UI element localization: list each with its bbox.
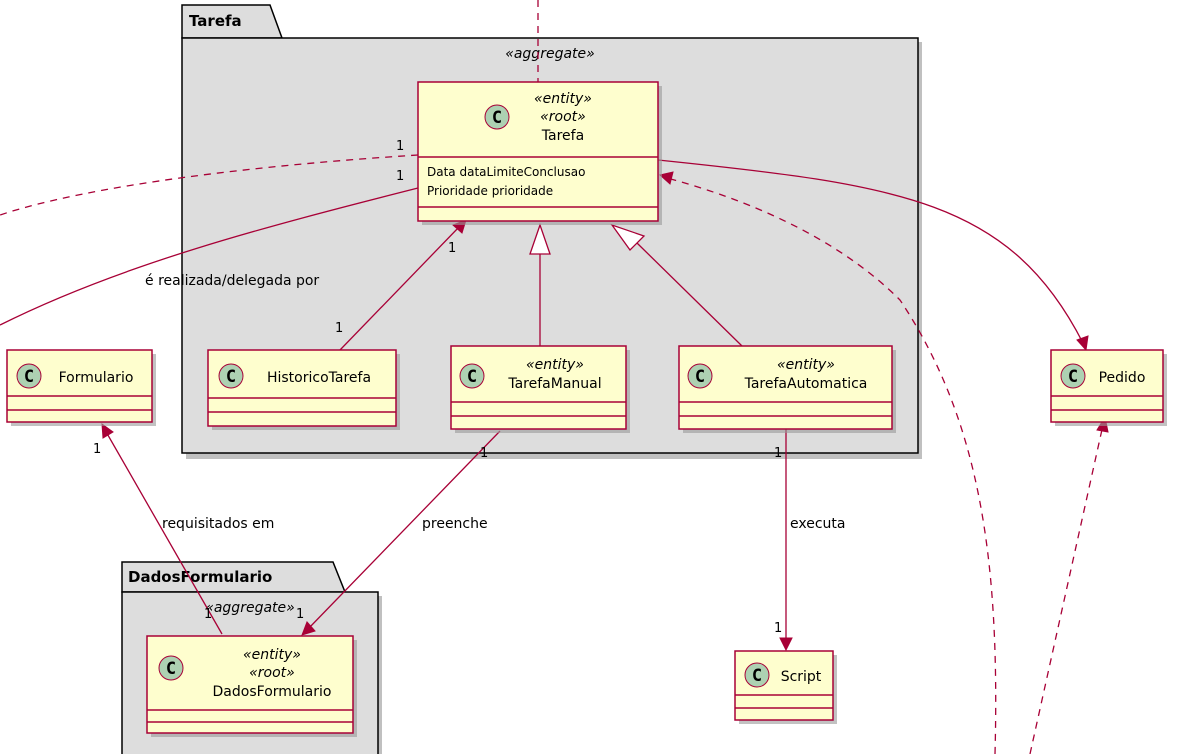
dependency-line bbox=[0, 154, 419, 216]
class-icon bbox=[744, 662, 770, 688]
association-line bbox=[104, 429, 223, 635]
class-formulario[interactable]: C Formulario bbox=[6, 349, 156, 426]
arrowhead bbox=[1076, 335, 1089, 352]
multiplicity: 1 bbox=[396, 139, 404, 154]
class-icon bbox=[484, 104, 510, 130]
class-stereotype: «root» bbox=[540, 109, 586, 125]
relation-label: executa bbox=[790, 516, 845, 532]
class-tarefa-automatica[interactable]: C «entity» TarefaAutomatica bbox=[678, 345, 896, 433]
class-icon bbox=[218, 363, 244, 389]
class-attribute: Prioridade prioridade bbox=[427, 184, 553, 198]
class-stereotype: «entity» bbox=[534, 91, 592, 107]
class-icon bbox=[459, 363, 485, 389]
multiplicity: 1 bbox=[296, 607, 304, 622]
class-icon-glyph: C bbox=[752, 666, 762, 686]
generalization-line bbox=[636, 242, 743, 347]
class-icon-glyph: C bbox=[24, 367, 34, 387]
class-stereotype: «entity» bbox=[243, 647, 301, 663]
class-icon bbox=[687, 363, 713, 389]
class-name: Formulario bbox=[59, 370, 134, 386]
arrowhead bbox=[301, 621, 316, 636]
class-name: Script bbox=[781, 669, 822, 685]
package-title: Tarefa bbox=[189, 12, 242, 30]
multiplicity: 1 bbox=[448, 241, 456, 256]
class-name: Tarefa bbox=[541, 128, 584, 144]
class-attribute: Data dataLimiteConclusao bbox=[427, 165, 585, 179]
package-title: DadosFormulario bbox=[128, 568, 272, 586]
package-stereotype: «aggregate» bbox=[505, 46, 595, 62]
relation-label: preenche bbox=[422, 516, 488, 532]
class-icon-glyph: C bbox=[695, 367, 705, 387]
relation-label: é realizada/delegada por bbox=[145, 273, 319, 289]
class-stereotype: «entity» bbox=[777, 357, 835, 373]
class-pedido[interactable]: C Pedido bbox=[1050, 349, 1167, 426]
multiplicity: 1 bbox=[480, 446, 488, 461]
class-icon-glyph: C bbox=[1068, 367, 1078, 387]
multiplicity: 1 bbox=[774, 621, 782, 636]
arrowhead bbox=[779, 637, 793, 652]
multiplicity: 1 bbox=[93, 442, 101, 457]
association-line bbox=[339, 225, 461, 351]
class-stereotype: «root» bbox=[249, 665, 295, 681]
generalization-arrow bbox=[610, 223, 646, 252]
class-icon bbox=[158, 655, 184, 681]
association-line bbox=[0, 187, 419, 326]
arrowhead bbox=[101, 422, 114, 439]
class-name: DadosFormulario bbox=[213, 684, 332, 700]
class-name: TarefaAutomatica bbox=[744, 376, 868, 392]
relations: é realizada/delegada por requisitados em… bbox=[0, 0, 1109, 754]
class-icon-glyph: C bbox=[166, 659, 176, 679]
multiplicity: 1 bbox=[204, 607, 212, 622]
association-line bbox=[657, 159, 1084, 344]
multiplicity: 1 bbox=[774, 446, 782, 461]
arrowhead bbox=[658, 171, 674, 185]
class-historico-tarefa[interactable]: C HistoricoTarefa bbox=[207, 349, 400, 430]
class-name: Pedido bbox=[1099, 370, 1146, 386]
class-tarefa[interactable]: C «entity» «root» Tarefa Data dataLimite… bbox=[417, 81, 662, 225]
multiplicity: 1 bbox=[335, 321, 343, 336]
class-script[interactable]: C Script bbox=[734, 650, 837, 724]
class-tarefa-manual[interactable]: C «entity» TarefaManual bbox=[450, 345, 630, 433]
dependency-line bbox=[666, 177, 997, 754]
class-dados-formulario[interactable]: C «entity» «root» DadosFormulario bbox=[146, 635, 357, 737]
class-icon-glyph: C bbox=[492, 108, 502, 128]
generalization-arrow bbox=[529, 223, 551, 255]
dependency-line bbox=[1029, 424, 1104, 754]
class-icon bbox=[16, 363, 42, 389]
class-icon-glyph: C bbox=[467, 367, 477, 387]
class-icon bbox=[1060, 363, 1086, 389]
class-icon-glyph: C bbox=[226, 367, 236, 387]
relation-label: requisitados em bbox=[162, 516, 274, 532]
class-name: TarefaManual bbox=[507, 376, 601, 392]
class-stereotype: «entity» bbox=[526, 357, 584, 373]
package-stereotype: «aggregate» bbox=[205, 600, 295, 616]
multiplicity: 1 bbox=[396, 169, 404, 184]
association-line bbox=[307, 430, 501, 630]
class-name: HistoricoTarefa bbox=[267, 370, 371, 386]
